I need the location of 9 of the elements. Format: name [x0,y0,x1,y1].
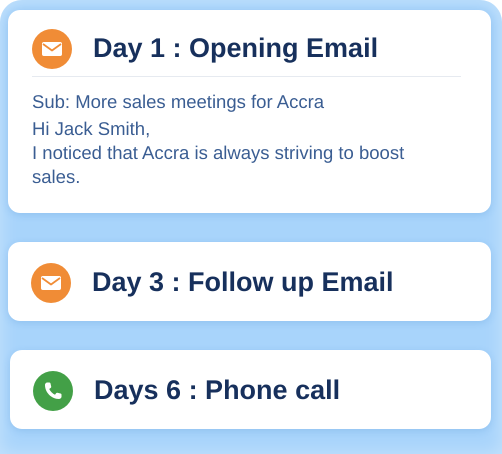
email-text: Sub: More sales meetings for Accra [32,90,326,114]
step-card [10,350,491,429]
step-heading: Day 3 : Follow up Email [92,266,394,298]
step-heading: Day 1 : Opening Email [93,32,378,64]
step-heading: Days 6 : Phone call [94,374,340,406]
step-card [8,10,491,213]
email-text: I noticed that Accra is always striving to boost sales. [32,141,406,189]
step-card [8,242,491,321]
email-text: Hi Jack Smith, [32,117,152,141]
